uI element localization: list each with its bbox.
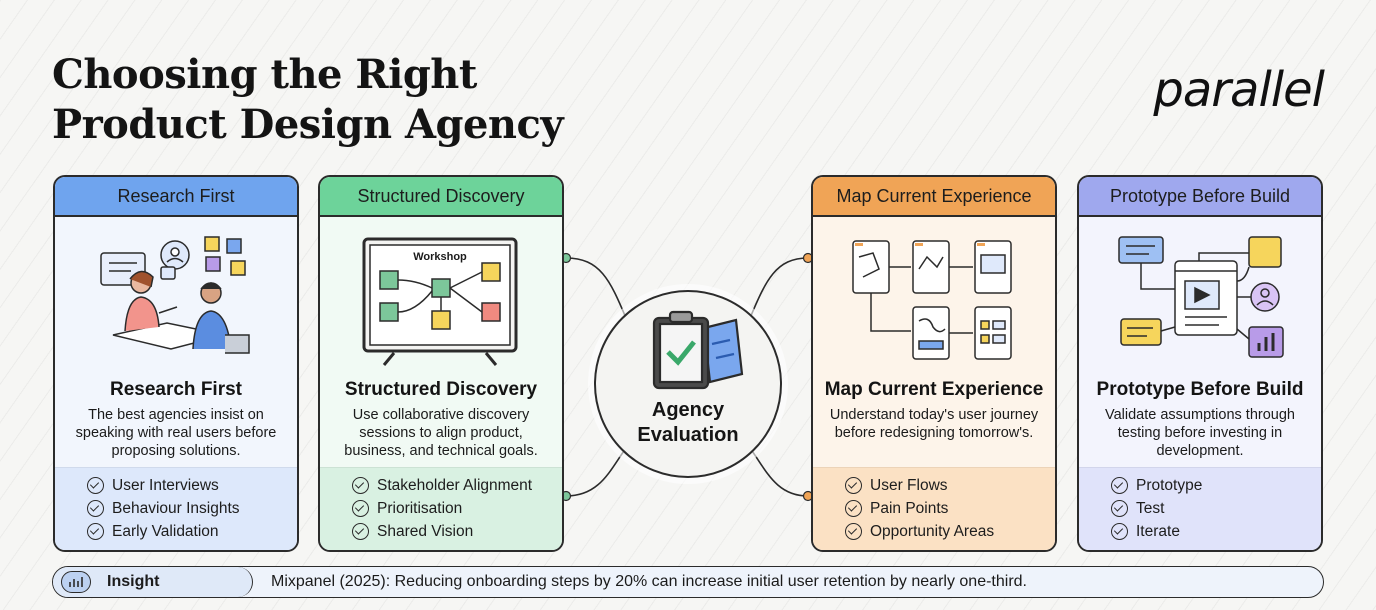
list-item: Early Validation bbox=[87, 520, 297, 543]
user-interview-illustration bbox=[100, 236, 250, 354]
card-prototype-before-build: Prototype Before Build bbox=[1077, 175, 1323, 552]
prototype-illustration bbox=[1118, 236, 1284, 358]
card-structured-discovery: Structured Discovery Workshop Structured… bbox=[318, 175, 564, 552]
card-description: The best agencies insist on speaking wit… bbox=[75, 407, 277, 459]
card-body: Map Current Experience Understand today'… bbox=[813, 217, 1055, 467]
card-body: Research First The best agencies insist … bbox=[55, 217, 297, 467]
check-circle-icon bbox=[87, 500, 104, 517]
check-circle-icon bbox=[352, 477, 369, 494]
checklist: Prototype Test Iterate bbox=[1079, 467, 1321, 550]
card-research-first: Research First bbox=[53, 175, 299, 552]
card-header: Map Current Experience bbox=[813, 177, 1055, 217]
check-circle-icon bbox=[845, 523, 862, 540]
card-header: Prototype Before Build bbox=[1079, 177, 1321, 217]
list-item: Shared Vision bbox=[352, 520, 562, 543]
check-circle-icon bbox=[1111, 523, 1128, 540]
list-item: Iterate bbox=[1111, 520, 1321, 543]
workshop-board-illustration: Workshop bbox=[362, 237, 518, 366]
check-circle-icon bbox=[352, 500, 369, 517]
check-circle-icon bbox=[352, 523, 369, 540]
list-item: Stakeholder Alignment bbox=[352, 474, 562, 497]
card-description: Validate assumptions through testing bef… bbox=[1105, 407, 1295, 459]
card-title: Prototype Before Build bbox=[1096, 379, 1304, 400]
list-item: Pain Points bbox=[845, 497, 1055, 520]
card-title: Research First bbox=[109, 379, 242, 400]
clipboard-check-icon bbox=[652, 310, 744, 390]
list-item: User Flows bbox=[845, 474, 1055, 497]
check-circle-icon bbox=[845, 477, 862, 494]
page-title: Choosing the Right Product Design Agency bbox=[52, 50, 564, 150]
workshop-label: Workshop bbox=[413, 251, 467, 263]
list-item: Test bbox=[1111, 497, 1321, 520]
check-circle-icon bbox=[87, 477, 104, 494]
insight-tag: Insight bbox=[53, 567, 253, 597]
checklist: User Flows Pain Points Opportunity Areas bbox=[813, 467, 1055, 550]
card-body: Prototype Before Build Validate assumpti… bbox=[1079, 217, 1321, 467]
title-line-1: Choosing the Right bbox=[52, 51, 477, 98]
insight-text: Mixpanel (2025): Reducing onboarding ste… bbox=[271, 573, 1027, 590]
check-circle-icon bbox=[87, 523, 104, 540]
card-title: Structured Discovery bbox=[344, 379, 538, 400]
card-header: Research First bbox=[55, 177, 297, 217]
agency-evaluation-hub: Agency Evaluation bbox=[594, 290, 782, 478]
user-flow-illustration bbox=[852, 240, 1012, 360]
brand-logo: parallel bbox=[1153, 62, 1325, 118]
card-title: Map Current Experience bbox=[824, 379, 1044, 400]
check-circle-icon bbox=[1111, 477, 1128, 494]
list-item: Opportunity Areas bbox=[845, 520, 1055, 543]
list-item: Prototype bbox=[1111, 474, 1321, 497]
card-body: Workshop Structured Discovery Use collab… bbox=[320, 217, 562, 467]
title-line-2: Product Design Agency bbox=[52, 101, 564, 148]
check-circle-icon bbox=[1111, 500, 1128, 517]
insight-label: Insight bbox=[107, 573, 160, 590]
list-item: Prioritisation bbox=[352, 497, 562, 520]
list-item: Behaviour Insights bbox=[87, 497, 297, 520]
list-item: User Interviews bbox=[87, 474, 297, 497]
checklist: Stakeholder Alignment Prioritisation Sha… bbox=[320, 467, 562, 550]
center-label: Agency Evaluation bbox=[637, 399, 739, 446]
insight-bar: Insight Mixpanel (2025): Reducing onboar… bbox=[52, 566, 1324, 598]
card-header: Structured Discovery bbox=[320, 177, 562, 217]
checklist: User Interviews Behaviour Insights Early… bbox=[55, 467, 297, 550]
card-map-current-experience: Map Current Experience bbox=[811, 175, 1057, 552]
check-circle-icon bbox=[845, 500, 862, 517]
card-description: Understand today's user journey before r… bbox=[829, 407, 1039, 441]
card-description: Use collaborative discovery sessions to … bbox=[344, 407, 538, 459]
bar-chart-icon bbox=[61, 571, 91, 593]
